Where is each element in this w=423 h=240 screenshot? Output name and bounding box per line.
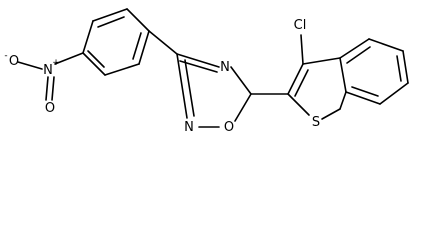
double-bond-inner: [396, 55, 402, 82]
nitro-group: N + O - O: [4, 51, 84, 116]
double-bond-inner: [184, 59, 195, 117]
bond: [54, 52, 84, 65]
charge-minus: -: [4, 51, 7, 61]
double-bond-inner: [97, 16, 125, 28]
bond: [345, 91, 381, 105]
bond: [176, 53, 188, 119]
atom-s: S: [312, 115, 320, 130]
bond: [82, 52, 106, 76]
nitrophenyl-ring: [82, 8, 150, 76]
atom-n2: N: [184, 120, 194, 135]
bond: [82, 20, 94, 54]
charge-plus: +: [52, 58, 60, 68]
bond: [230, 66, 252, 95]
double-bond-inner: [294, 69, 309, 97]
double-bond-inner: [132, 32, 142, 60]
double-bond-inner: [351, 86, 379, 97]
bond: [321, 108, 341, 120]
oxadiazole-ring: N N O: [176, 53, 252, 135]
bond: [402, 50, 409, 84]
bond: [379, 82, 409, 105]
bond: [17, 61, 43, 70]
bond: [104, 63, 140, 76]
bond: [45, 76, 49, 101]
bond: [300, 34, 304, 65]
atom-o-nitro-single: O: [9, 54, 19, 69]
structure-canvas: N + O - O N N O: [4, 8, 409, 135]
bond: [302, 57, 341, 65]
atom-n4: N: [220, 60, 230, 75]
atom-o1: O: [224, 120, 234, 135]
bond-phenyl-oxadiazole: [148, 30, 178, 55]
bond: [176, 53, 220, 68]
double-bond-inner: [346, 46, 371, 64]
bond: [234, 93, 252, 122]
bond: [287, 63, 304, 95]
atom-n-nitro: N: [43, 63, 53, 78]
bond: [339, 91, 347, 110]
bond: [138, 30, 150, 65]
bond: [92, 8, 128, 22]
atom-o-nitro-double: O: [45, 101, 55, 116]
bond: [339, 38, 370, 59]
bond: [287, 93, 310, 116]
bond: [368, 38, 404, 52]
benzothiophene: Cl S: [287, 18, 409, 130]
bond: [126, 8, 150, 32]
atom-cl: Cl: [294, 18, 307, 33]
double-bond: [51, 76, 55, 101]
bond: [339, 57, 347, 93]
double-bond-inner: [87, 50, 105, 68]
molecule-structure: N + O - O N N O: [4, 8, 409, 135]
